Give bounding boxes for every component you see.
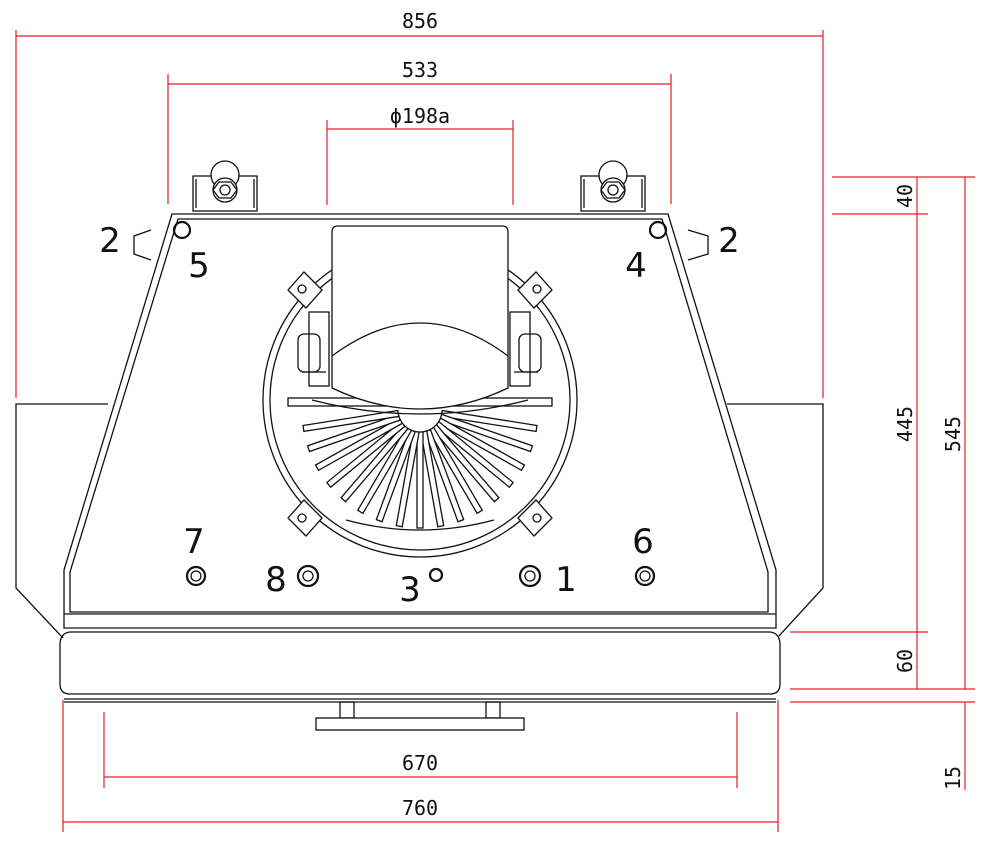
fan-assembly: [262, 225, 578, 558]
grille-spoke: [438, 413, 534, 453]
bracket-left: [192, 160, 258, 212]
grille-spoke: [302, 409, 400, 433]
grille-spoke: [440, 409, 538, 433]
grille-spoke: [325, 420, 406, 489]
grille-spoke: [314, 417, 404, 472]
label-hole-6: 6: [632, 522, 654, 562]
dim-height-body: 445: [893, 406, 917, 442]
fan-mount-ear-tr: [517, 271, 553, 309]
grille-spoke: [436, 417, 526, 472]
fan-grille-spokes: [302, 409, 538, 529]
label-hole-8: 8: [265, 560, 287, 600]
label-fitting-right: 2: [718, 221, 740, 261]
grille-spoke: [416, 431, 424, 529]
dim-tray-outer: 760: [402, 796, 438, 820]
grille-spoke: [420, 430, 445, 528]
dimension-lines: [15, 30, 975, 832]
grille-spoke: [375, 428, 417, 523]
dim-overall-width: 856: [402, 9, 438, 33]
grille-spoke: [427, 426, 484, 515]
dim-bracket-spacing: 533: [402, 58, 438, 82]
grille-spoke: [431, 423, 500, 503]
label-hole-7: 7: [183, 522, 205, 562]
label-hole-5: 5: [188, 246, 210, 286]
dim-height-top: 40: [893, 184, 917, 208]
label-fitting-left: 2: [99, 221, 121, 261]
grille-spoke: [356, 426, 413, 515]
grille-spoke: [423, 428, 465, 523]
fan-mount-ear-br: [517, 499, 553, 537]
grille-spoke: [434, 420, 515, 489]
label-hole-3: 3: [399, 570, 421, 610]
grille-spoke: [340, 423, 409, 503]
fan-mount-ear-tl: [287, 271, 323, 309]
dim-fan-diameter: ϕ198a: [390, 104, 450, 128]
label-hole-4: 4: [625, 246, 647, 286]
label-hole-1: 1: [555, 560, 577, 600]
dim-height-drip: 15: [941, 766, 965, 790]
unit-outline: [15, 160, 824, 731]
dim-height-total: 545: [941, 416, 965, 452]
grille-spoke: [395, 430, 420, 528]
dim-tray-inner: 670: [402, 751, 438, 775]
fan-mount-ear-bl: [287, 499, 323, 537]
bracket-right: [580, 160, 646, 212]
dim-height-base: 60: [893, 649, 917, 673]
part-number-labels: 2 2 5 4 7 6 8 3 1: [99, 221, 740, 610]
dimension-labels: 856 533 ϕ198a 670 760 40 445 60 545 15: [390, 9, 965, 820]
grille-spoke: [306, 413, 402, 453]
